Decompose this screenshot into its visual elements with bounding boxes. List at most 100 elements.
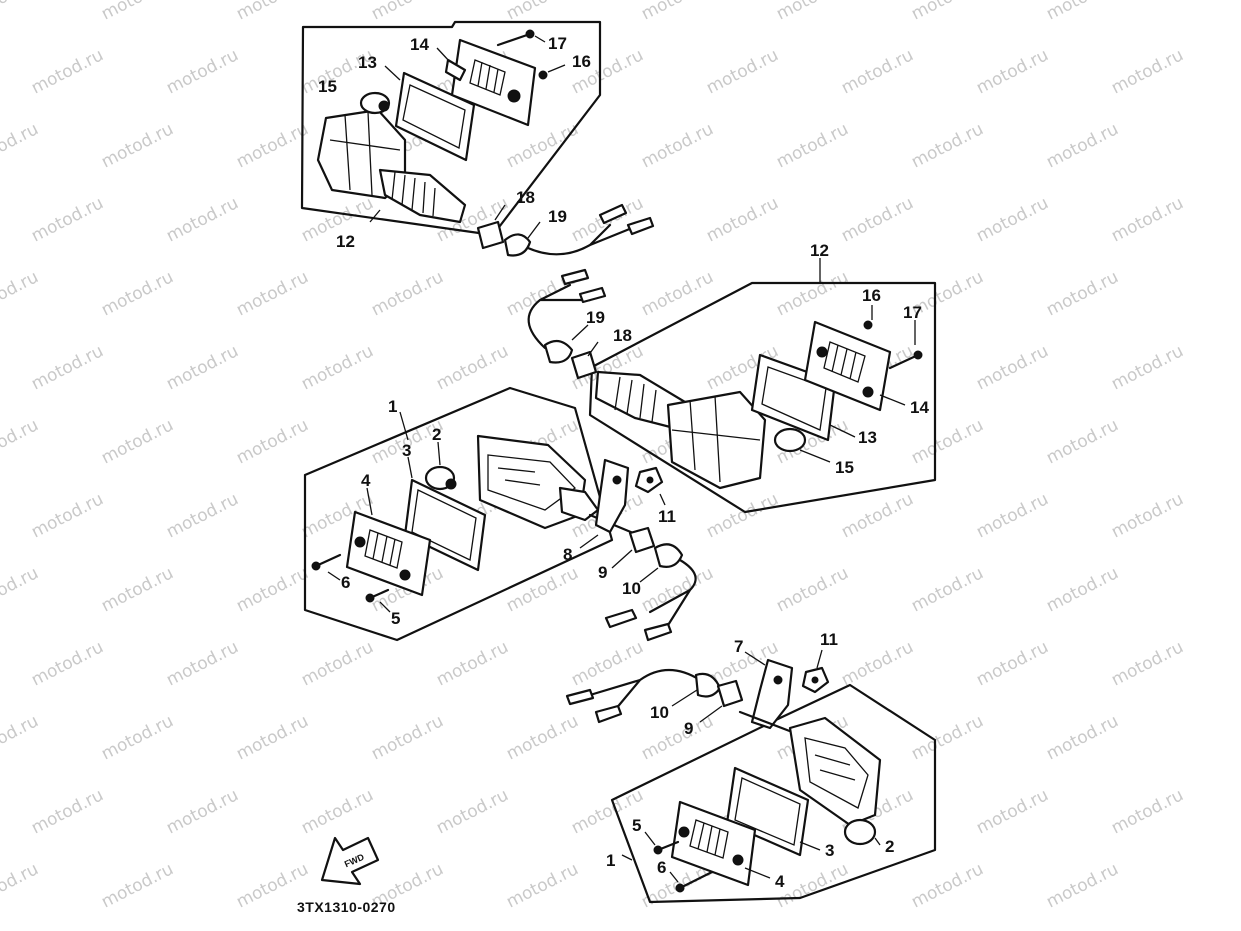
watermark-text: motod.ru xyxy=(908,0,987,24)
watermark-text: motod.ru xyxy=(638,0,717,24)
watermark-text: motod.ru xyxy=(773,563,852,616)
watermark-text: motod.ru xyxy=(98,415,177,468)
callout-7-bottom: 7 xyxy=(734,637,743,656)
watermark-text: motod.ru xyxy=(433,637,512,690)
watermark-text: motod.ru xyxy=(233,0,312,24)
watermark-text: motod.ru xyxy=(98,267,177,320)
watermark-text: motod.ru xyxy=(908,563,987,616)
watermark-text: motod.ru xyxy=(838,637,917,690)
watermark-text: motod.ru xyxy=(1108,193,1187,246)
watermark-text: motod.ru xyxy=(1043,859,1122,912)
bulb-2-bottom xyxy=(843,818,877,846)
watermark-text: motod.ru xyxy=(28,785,107,838)
watermark-text: motod.ru xyxy=(233,415,312,468)
screw-17-top xyxy=(496,32,532,47)
callout-3-left: 3 xyxy=(402,441,411,460)
watermark-text: motod.ru xyxy=(98,711,177,764)
callout-15-top: 15 xyxy=(318,77,337,96)
watermark-text: motod.ru xyxy=(908,711,987,764)
callout-18-top: 18 xyxy=(516,188,535,207)
watermark-text: motod.ru xyxy=(368,267,447,320)
callout-11-bottom: 11 xyxy=(820,630,838,649)
nut-9-bottom xyxy=(716,679,744,708)
watermark-text: motod.ru xyxy=(368,0,447,24)
watermark-text: motod.ru xyxy=(1108,341,1187,394)
watermark-text: motod.ru xyxy=(163,341,242,394)
watermark-text: motod.ru xyxy=(28,489,107,542)
watermark-text: motod.ru xyxy=(1043,711,1122,764)
watermark-text: motod.ru xyxy=(163,785,242,838)
watermark-text: motod.ru xyxy=(908,859,987,912)
callout-14-right: 14 xyxy=(910,398,929,417)
nut-18-top xyxy=(476,220,505,250)
watermark-text: motod.ru xyxy=(503,119,582,172)
callout-1-left: 1 xyxy=(388,397,397,416)
watermark-text: motod.ru xyxy=(28,45,107,98)
gasket-3-bottom xyxy=(725,766,810,857)
bracket-7-bottom xyxy=(750,658,794,730)
watermark-text: motod.ru xyxy=(503,711,582,764)
callout-16-top: 16 xyxy=(572,52,591,71)
watermark-text: motod.ru xyxy=(773,859,852,912)
callout-3-bottom: 3 xyxy=(825,841,834,860)
nut-16-right xyxy=(863,320,873,330)
watermark-text: motod.ru xyxy=(703,193,782,246)
callout-15-right: 15 xyxy=(835,458,854,477)
lens-housing-1-bottom xyxy=(788,716,882,827)
watermark-text: motod.ru xyxy=(163,193,242,246)
watermark-text: motod.ru xyxy=(973,489,1052,542)
watermark-text: motod.ru xyxy=(163,489,242,542)
watermark-text: motod.ru xyxy=(0,119,42,172)
callout-6-bottom: 6 xyxy=(657,858,666,877)
callout-4-bottom: 4 xyxy=(775,872,785,891)
assembly-right-middle: 12 13 14 15 16 17 18 19 xyxy=(527,241,937,514)
watermark-text: motod.ru xyxy=(1108,45,1187,98)
watermark-text: motod.ru xyxy=(1043,415,1122,468)
watermark-text: motod.ru xyxy=(973,45,1052,98)
watermark-text: motod.ru xyxy=(233,711,312,764)
callout-13-top: 13 xyxy=(358,53,377,72)
watermark-text: motod.ru xyxy=(1108,489,1187,542)
callout-18-right: 18 xyxy=(613,326,632,345)
watermark-text: motod.ru xyxy=(838,193,917,246)
callout-4-left: 4 xyxy=(361,471,371,490)
watermark-text: motod.ru xyxy=(1108,785,1187,838)
callout-11-left: 11 xyxy=(658,507,676,526)
bracket-8-left xyxy=(594,458,630,534)
lens-4-bottom xyxy=(670,800,757,887)
callout-17-top: 17 xyxy=(548,34,567,53)
watermark-text: motod.ru xyxy=(0,563,42,616)
watermark-text: motod.ru xyxy=(638,267,717,320)
watermark-text: motod.ru xyxy=(98,0,177,24)
watermark-text: motod.ru xyxy=(298,637,377,690)
grommet-19-top xyxy=(503,233,532,257)
watermark-text: motod.ru xyxy=(908,119,987,172)
callout-13-right: 13 xyxy=(858,428,877,447)
watermark-text: motod.ru xyxy=(973,637,1052,690)
callout-10-left: 10 xyxy=(622,579,641,598)
watermark-text: motod.ru xyxy=(98,859,177,912)
callout-9-bottom: 9 xyxy=(684,719,693,738)
watermark-text: motod.ru xyxy=(0,415,42,468)
watermark-text: motod.ru xyxy=(638,119,717,172)
stem-top xyxy=(378,168,467,224)
callout-12-right: 12 xyxy=(810,241,829,260)
screw-6-bottom xyxy=(678,870,714,890)
callout-5-bottom: 5 xyxy=(632,816,641,835)
nut-16-top xyxy=(538,70,548,80)
watermark-text: motod.ru xyxy=(163,45,242,98)
watermark-text: motod.ru xyxy=(1043,267,1122,320)
nut-18-right xyxy=(570,350,598,380)
callout-6-left: 6 xyxy=(341,573,350,592)
callout-14-top: 14 xyxy=(410,35,429,54)
callout-12-top: 12 xyxy=(336,232,355,251)
watermark-text: motod.ru xyxy=(1043,119,1122,172)
watermark-text: motod.ru xyxy=(973,193,1052,246)
watermark-text: motod.ru xyxy=(1043,0,1122,24)
screw-17-right xyxy=(888,353,920,370)
callout-19-right: 19 xyxy=(586,308,605,327)
forward-arrow-icon: FWD xyxy=(320,836,380,886)
assembly-right-outline xyxy=(588,281,937,514)
